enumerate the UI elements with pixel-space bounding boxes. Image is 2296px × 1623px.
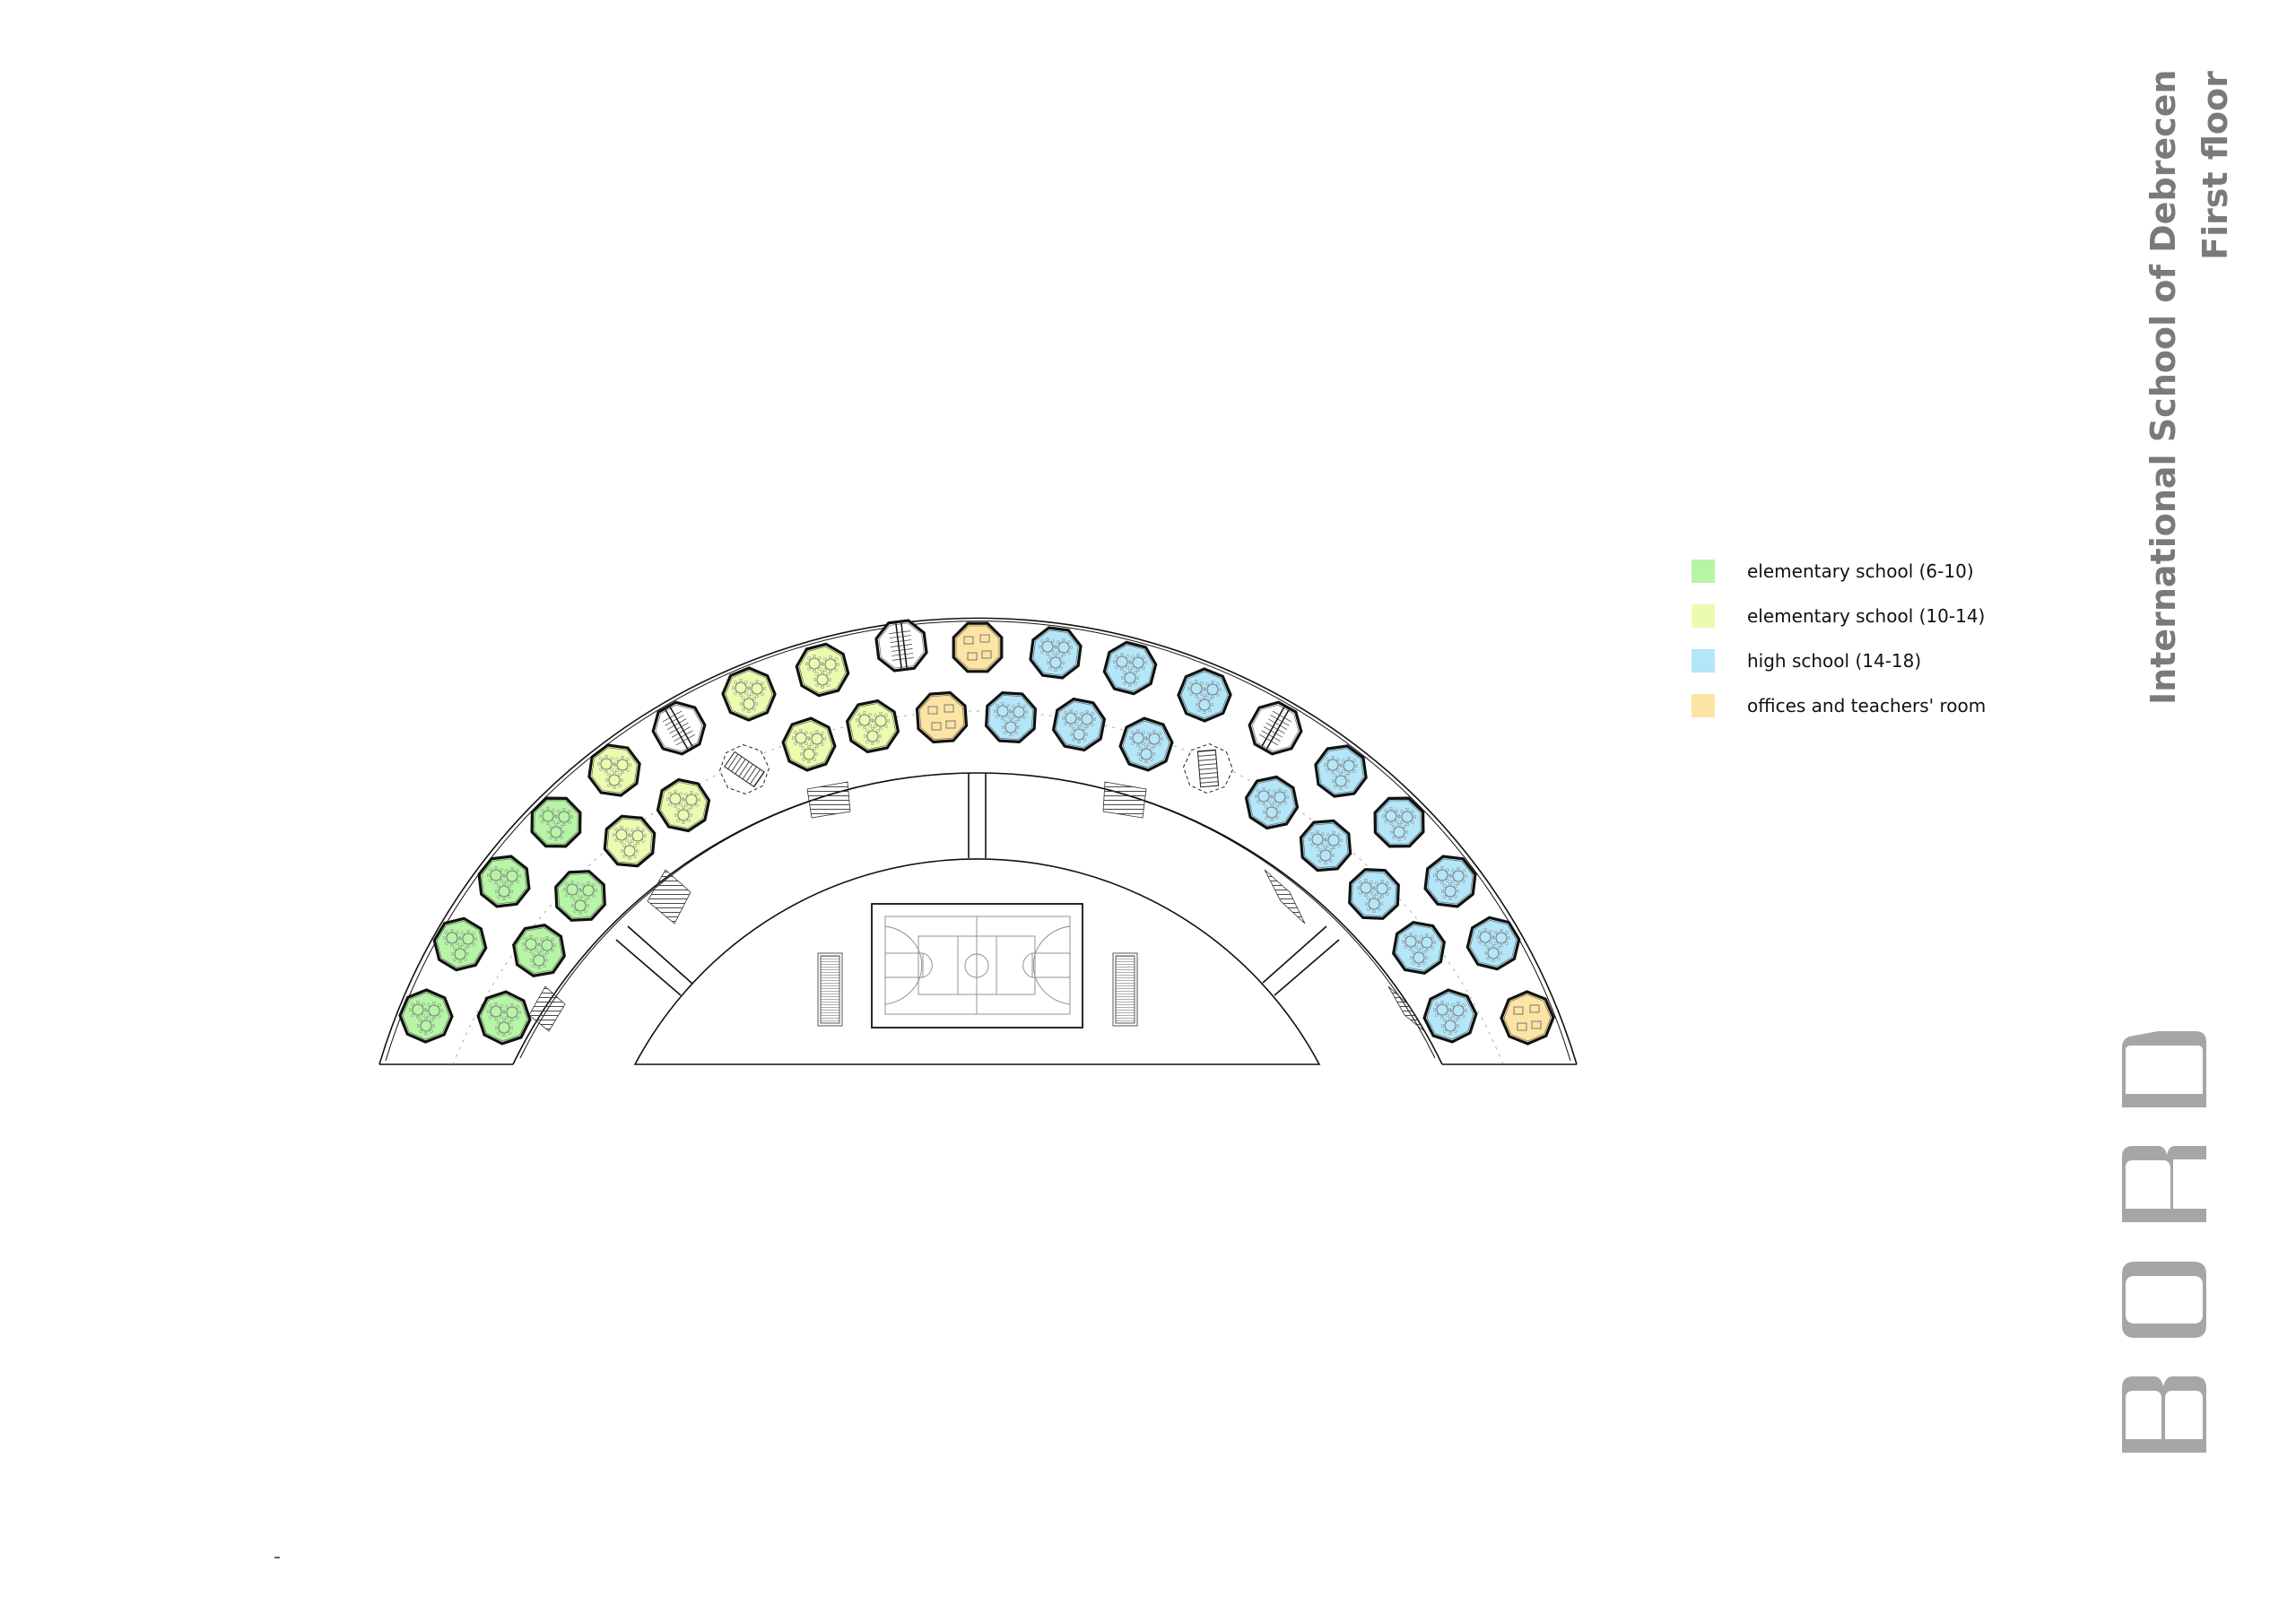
stray-mark: [274, 1557, 280, 1558]
legend-swatch-green: [1692, 560, 1715, 583]
room-toilet: [651, 700, 707, 756]
bleachers: [817, 952, 1138, 1027]
rooms: [398, 619, 1555, 1046]
court-boundary: [871, 903, 1083, 1028]
right-corridor-wall-b: [1274, 939, 1340, 996]
logo-letter-o: [2122, 1262, 2206, 1338]
legend-swatch-blue: [1692, 649, 1715, 673]
drawing-title: International School of Debrecen: [2144, 69, 2183, 705]
logo-letter-b: [2122, 1376, 2206, 1453]
legend: elementary school (6-10) elementary scho…: [1692, 549, 1986, 728]
room-yellow: [587, 743, 641, 797]
room-blue: [984, 690, 1038, 744]
room-green: [512, 924, 566, 977]
room-yellow: [721, 666, 777, 722]
legend-item-high-school: high school (14-18): [1692, 638, 1986, 683]
court-markings: [884, 916, 1071, 1015]
room-blue: [1299, 819, 1352, 872]
stair-right-1: [1264, 869, 1306, 924]
room-blue: [1029, 626, 1083, 680]
room-blue: [1348, 868, 1400, 920]
right-corridor-wall-a: [1262, 925, 1327, 984]
left-corridor-wall-a: [627, 925, 693, 985]
hall-outline: [633, 858, 1321, 1065]
room-green: [530, 796, 582, 848]
stair-left-3: [806, 781, 851, 819]
room-blue: [1422, 988, 1478, 1044]
legend-item-offices: offices and teachers' room: [1692, 683, 1986, 728]
stair-left-1: [647, 869, 691, 924]
stair-left-2: [528, 985, 566, 1032]
inner-wall-arc-line: [519, 772, 1436, 1059]
legend-label: offices and teachers' room: [1747, 695, 1987, 716]
drawing-subtitle: First floor: [2196, 71, 2235, 260]
room-office: [1500, 990, 1555, 1046]
bord-logo: BORD: [2122, 1031, 2206, 1453]
room-yellow: [845, 699, 900, 754]
room-green: [476, 990, 532, 1046]
outer-wall-arc: [378, 617, 1578, 1065]
legend-label: high school (14-18): [1747, 650, 1922, 672]
room-blue: [1392, 921, 1446, 975]
room-blue: [1373, 796, 1425, 848]
sports-hall: [615, 773, 1340, 1065]
room-yellow: [603, 814, 657, 868]
legend-swatch-peach: [1692, 694, 1715, 717]
bleacher-left: [817, 952, 843, 1027]
basketball-court: [871, 903, 1083, 1028]
room-green: [432, 916, 488, 972]
room-blue: [1423, 855, 1477, 908]
room-blue: [1314, 744, 1368, 798]
logo-letter-r: [2122, 1146, 2206, 1222]
legend-item-elementary-6-10: elementary school (6-10): [1692, 549, 1986, 594]
room-blue: [1465, 916, 1521, 971]
room-blue: [1102, 640, 1158, 696]
room-blue: [1051, 697, 1107, 752]
legend-swatch-yellow-green: [1692, 604, 1715, 628]
stair-right-2: [1387, 985, 1425, 1032]
room-stairs: [718, 743, 770, 795]
left-corridor-wall-b: [615, 939, 682, 996]
room-yellow: [656, 777, 711, 833]
hall-stairs: [528, 781, 1425, 1032]
legend-item-elementary-10-14: elementary school (10-14): [1692, 594, 1986, 638]
room-toilet: [874, 619, 928, 673]
room-green: [477, 855, 531, 908]
room-green: [554, 870, 606, 922]
legend-label: elementary school (10-14): [1747, 605, 1986, 627]
room-blue: [1118, 716, 1174, 772]
room-office: [952, 621, 1004, 673]
outer-wall-arc-inner-line: [385, 621, 1571, 1062]
room-stairs: [1182, 742, 1234, 794]
stair-right-3: [1102, 781, 1147, 819]
room-blue: [1244, 775, 1300, 830]
room-yellow: [795, 642, 850, 698]
room-toilet: [1248, 700, 1303, 756]
room-green: [398, 988, 454, 1044]
bleacher-right: [1112, 952, 1138, 1027]
room-blue: [1177, 667, 1232, 723]
room-office: [915, 690, 969, 744]
logo-letter-d: [2122, 1031, 2206, 1107]
room-yellow: [781, 716, 837, 772]
legend-label: elementary school (6-10): [1747, 560, 1974, 582]
